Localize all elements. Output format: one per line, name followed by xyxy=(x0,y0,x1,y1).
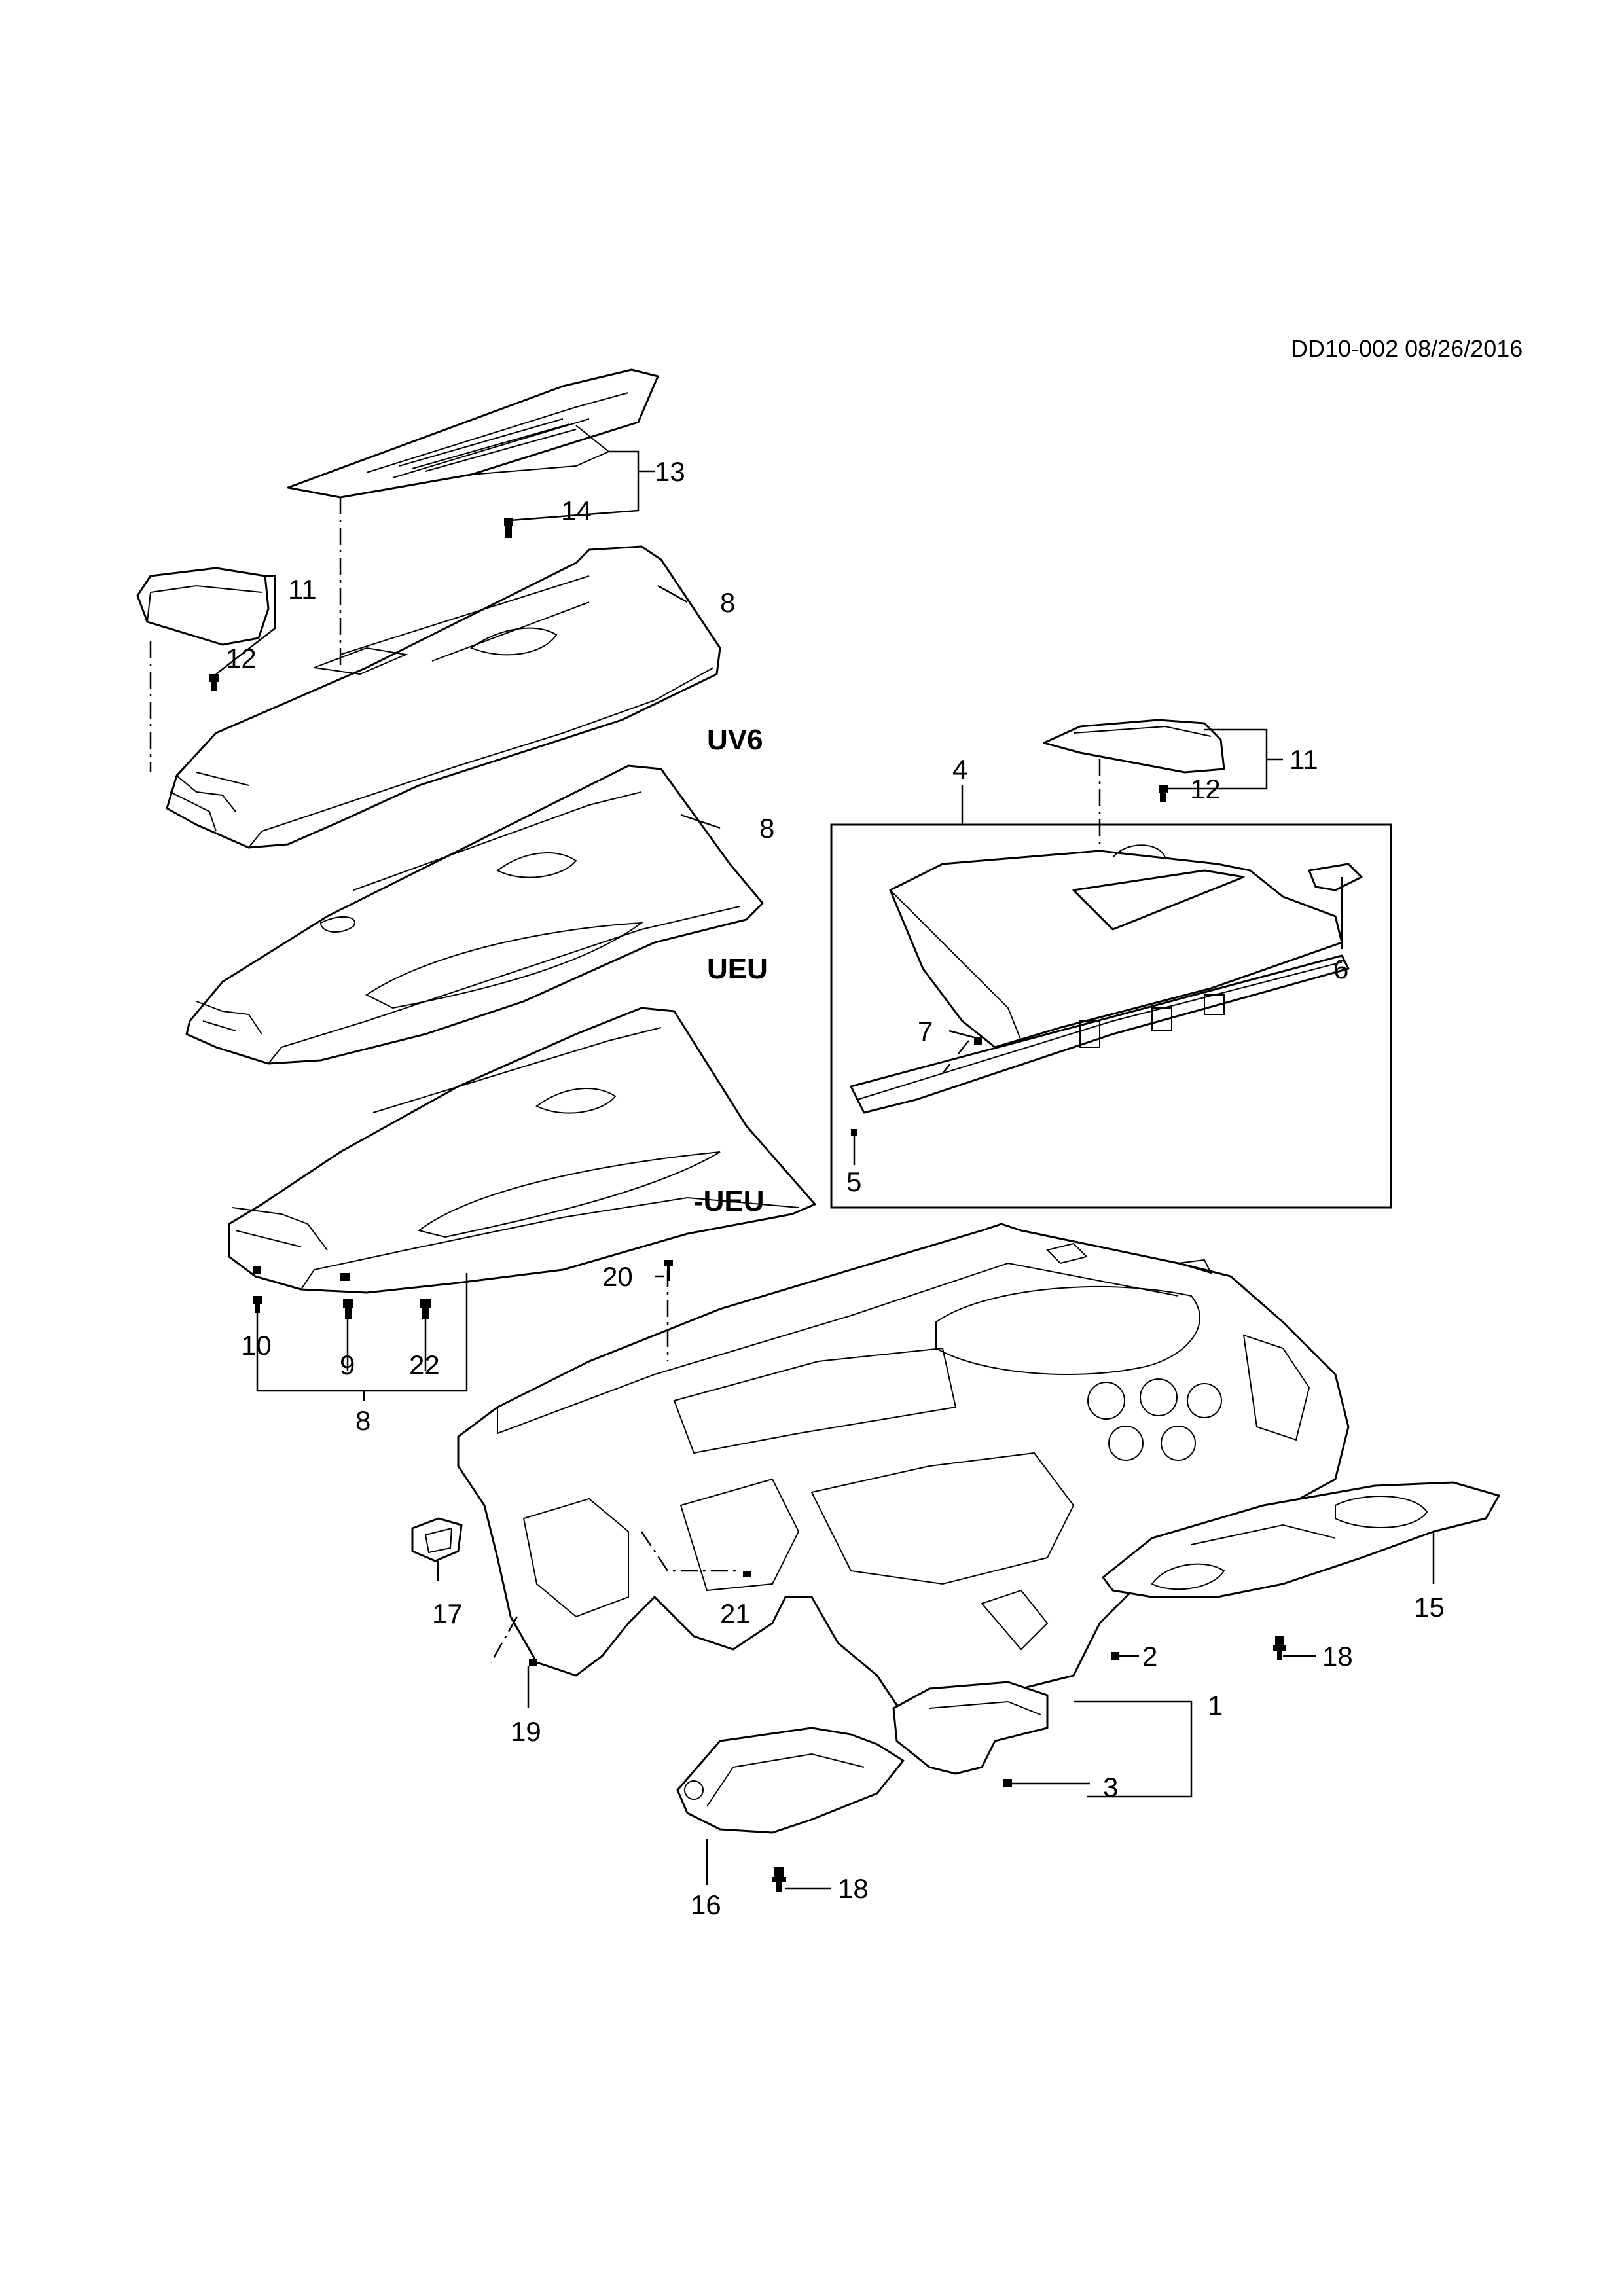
callout-3: 3 xyxy=(1103,1772,1118,1803)
variant-label-ueu: UEU xyxy=(707,953,768,985)
part-11-cover-right xyxy=(1043,719,1225,802)
callout-12-right: 12 xyxy=(1190,774,1221,804)
callout-19: 19 xyxy=(511,1716,541,1747)
part-8-upper-trim-uv6 xyxy=(166,545,721,849)
part-1-dash-frame xyxy=(457,1223,1350,1736)
callout-18-right: 18 xyxy=(1322,1641,1353,1672)
doc-reference: DD10-002 08/26/2016 xyxy=(1291,335,1523,362)
part-15-insulator xyxy=(1102,1481,1500,1660)
callout-8-ueu: 8 xyxy=(759,813,774,844)
callout-11-left: 11 xyxy=(288,574,317,605)
callout-8-no-ueu: 8 xyxy=(355,1405,370,1436)
callout-17: 17 xyxy=(432,1598,463,1629)
callout-18-bottom: 18 xyxy=(838,1873,869,1904)
callout-2: 2 xyxy=(1142,1641,1157,1672)
callout-20: 20 xyxy=(602,1261,633,1292)
part-16-insulator xyxy=(676,1727,905,1892)
part-13-grille-panel xyxy=(287,368,659,538)
callout-11-right: 11 xyxy=(1290,744,1318,775)
part-17-clip xyxy=(411,1517,463,1562)
callout-9: 9 xyxy=(340,1350,355,1380)
variant-label-no-ueu: -UEU xyxy=(694,1185,765,1217)
callout-10: 10 xyxy=(241,1330,272,1361)
callout-4: 4 xyxy=(952,754,967,785)
fasteners-10-9-22 xyxy=(253,1296,431,1319)
callout-13: 13 xyxy=(655,456,685,487)
callout-16: 16 xyxy=(691,1890,721,1920)
variant-label-uv6: UV6 xyxy=(707,724,763,756)
alignment-lines xyxy=(149,497,1101,1663)
callout-15: 15 xyxy=(1414,1592,1445,1623)
callout-12-left: 12 xyxy=(226,643,257,673)
callout-14: 14 xyxy=(561,495,592,526)
leader-lines xyxy=(215,450,1435,1890)
callout-6: 6 xyxy=(1333,954,1348,984)
part-8-upper-trim-no-ueu xyxy=(228,1007,816,1294)
callout-5: 5 xyxy=(846,1166,861,1197)
callout-1: 1 xyxy=(1208,1690,1223,1721)
callout-21: 21 xyxy=(720,1598,751,1629)
callout-7: 7 xyxy=(918,1016,933,1047)
inset-box-part-4 xyxy=(830,823,1392,1209)
part-11-cover-left xyxy=(136,567,270,691)
callout-22: 22 xyxy=(409,1350,440,1380)
part-4-glove-box-assembly xyxy=(850,844,1363,1136)
part-2-3-bracket xyxy=(892,1652,1119,1787)
callout-8-uv6: 8 xyxy=(720,587,735,618)
part-8-upper-trim-ueu xyxy=(185,764,764,1065)
